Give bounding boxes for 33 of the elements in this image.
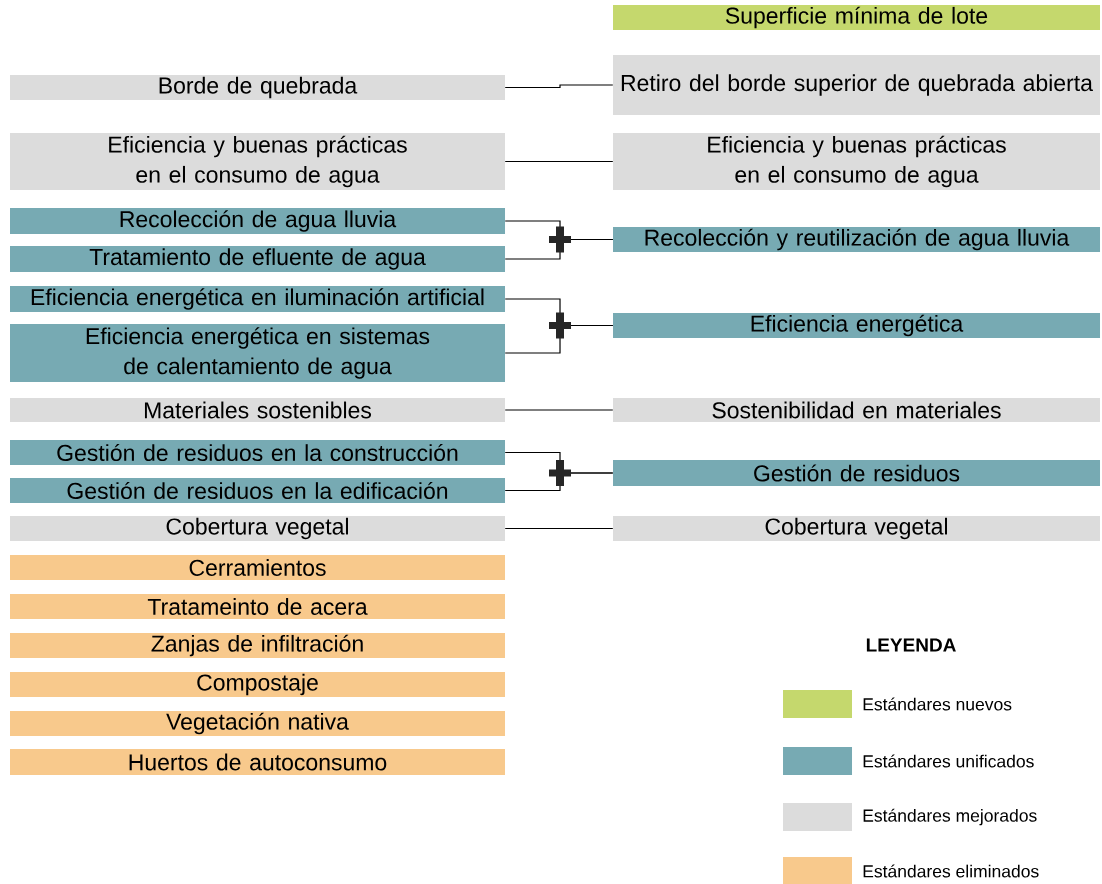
- standard-box: Sostenibilidad en materiales: [613, 398, 1100, 422]
- standard-box: Compostaje: [10, 672, 505, 697]
- connector-line: [504, 84, 614, 89]
- standard-box: Gestión de residuos en la edificación: [10, 478, 505, 503]
- standard-box: Eficiencia energética en sistemas de calentamiento de agua: [10, 324, 505, 382]
- standard-box: Eficiencia energética: [613, 313, 1100, 338]
- standard-box: Gestión de residuos: [613, 460, 1100, 486]
- standard-box: Vegetación nativa: [10, 711, 505, 736]
- connector-line: [504, 527, 614, 530]
- standard-box: Eficiencia energética en iluminación artificial: [10, 286, 505, 312]
- connector-line: [504, 409, 614, 411]
- standard-box: Tratameinto de acera: [10, 594, 505, 619]
- standard-box: Retiro del borde superior de quebrada abierta: [613, 55, 1100, 115]
- legend-label: Estándares eliminados: [863, 864, 1039, 878]
- legend-label: Estándares unificados: [863, 754, 1034, 768]
- standard-box: Cobertura vegetal: [613, 516, 1100, 541]
- standard-box: Cerramientos: [10, 555, 505, 580]
- standard-box: Tratamiento de efluente de agua: [10, 246, 505, 272]
- legend-label: Estándares nuevos: [863, 697, 1012, 711]
- standard-box: Eficiencia y buenas prácticas en el consumo de agua: [613, 133, 1100, 190]
- standard-box: Eficiencia y buenas prácticas en el consumo de agua: [10, 133, 505, 190]
- standard-box: Materiales sostenibles: [10, 398, 505, 422]
- standard-box: Huertos de autoconsumo: [10, 749, 505, 775]
- standard-box: Superficie mínima de lote: [613, 5, 1100, 30]
- standard-box: Recolección y reutilización de agua lluvia: [613, 227, 1100, 252]
- legend-heading: LEYENDA: [866, 638, 956, 652]
- standard-box: Borde de quebrada: [10, 75, 505, 100]
- connector-line: [504, 160, 614, 163]
- standard-box: Gestión de residuos en la construcción: [10, 440, 505, 465]
- standard-box: Zanjas de infiltración: [10, 633, 505, 658]
- legend-label: Estándares mejorados: [863, 808, 1037, 826]
- standard-box: Cobertura vegetal: [10, 516, 505, 541]
- standard-box: Recolección de agua lluvia: [10, 208, 505, 234]
